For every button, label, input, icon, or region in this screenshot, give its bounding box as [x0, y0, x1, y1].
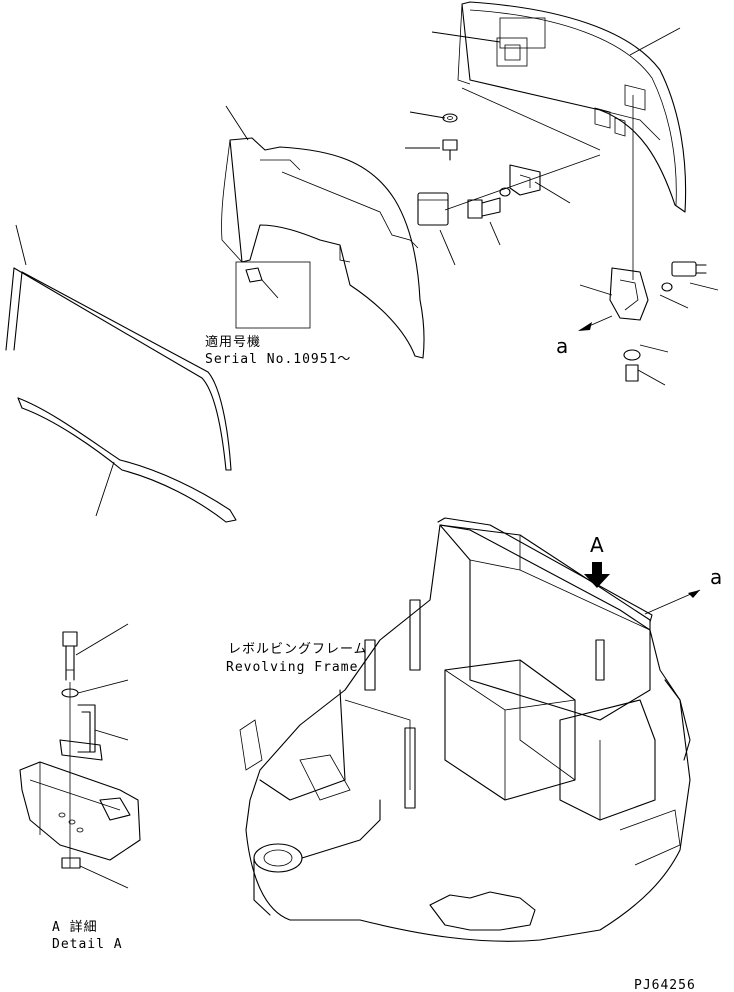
seal-strip-upper — [5, 267, 232, 471]
leader-line — [95, 461, 115, 517]
side-cover-panel — [221, 137, 425, 359]
serial-label-en: Serial No.10951～ — [205, 352, 351, 367]
leader-line — [225, 105, 249, 141]
ref-a-right: a — [710, 565, 722, 589]
leader-line — [261, 279, 279, 299]
leader-lines — [75, 623, 129, 889]
arrow-a-upper — [578, 315, 613, 331]
frame-label-jp: レボルビングフレーム — [228, 642, 368, 657]
detail-label-jp: A 詳細 — [52, 919, 98, 935]
leader-line — [15, 224, 27, 266]
revolving-frame — [239, 517, 691, 942]
ref-a-upper: a — [556, 334, 568, 358]
serial-label-jp: 適用号機 — [205, 334, 261, 350]
frame-label-en: Revolving Frame — [226, 660, 358, 675]
detail-a-assembly — [19, 631, 141, 869]
arrow-a-right — [644, 589, 701, 615]
drawing-number: PJ64256 — [634, 978, 696, 992]
engine-hood-cover — [457, 1, 687, 213]
leader-lines — [405, 27, 719, 386]
guide-line — [444, 154, 601, 211]
hardware-parts — [417, 113, 707, 382]
detail-label-en: Detail A — [52, 937, 123, 952]
view-letter-a: A — [590, 533, 604, 557]
view-arrow-a — [584, 562, 610, 588]
seal-strip-lower — [17, 397, 237, 523]
guide-line — [461, 87, 601, 151]
